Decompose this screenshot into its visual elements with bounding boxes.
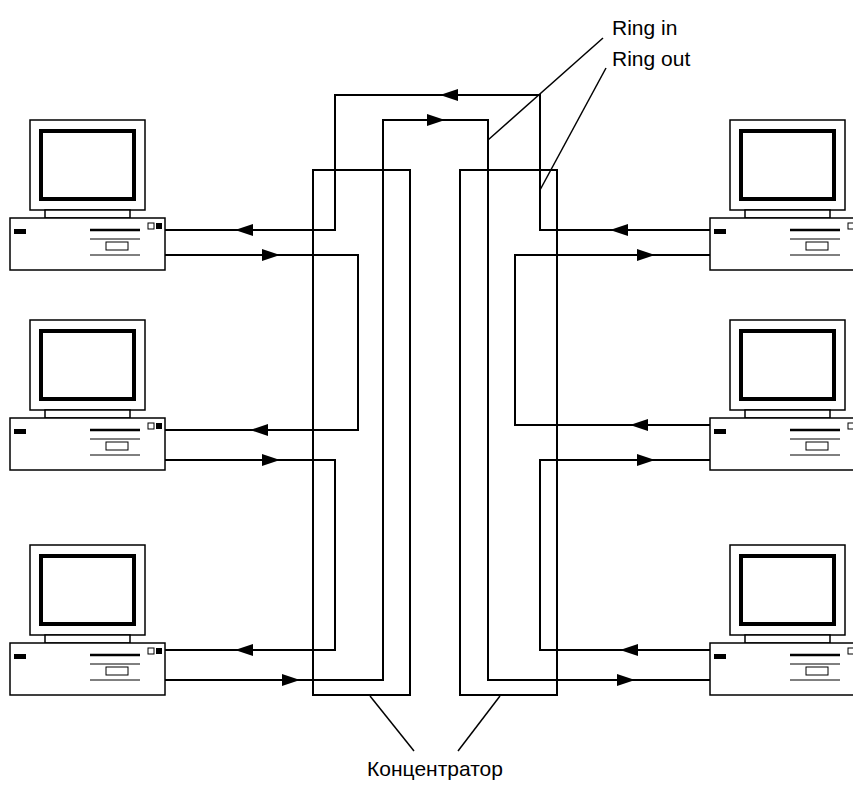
leader-line [458,696,500,751]
computer [10,320,165,470]
label-text: Ring out [612,47,690,71]
arrowhead [610,224,628,236]
ring-wire [165,460,335,650]
label-text: Ring in [612,16,677,40]
computer [10,545,165,695]
arrowhead [637,454,655,466]
ring-wire [540,460,710,650]
ring-wire [165,95,710,230]
concentrator-box [460,170,557,695]
arrowhead [262,454,280,466]
label-text: Концентратор [367,757,503,781]
computer [710,545,853,695]
arrowhead [637,249,655,261]
ring-wire [165,255,358,430]
ring-wiring [165,95,710,680]
arrowhead [630,419,648,431]
arrowhead [262,249,280,261]
arrowhead [235,644,253,656]
arrowheads [235,89,655,686]
arrowhead [282,674,300,686]
leader-lines [370,38,606,751]
computer [710,120,853,270]
computer [710,320,853,470]
arrowhead [427,114,445,126]
computer [10,120,165,270]
leader-line [488,38,603,140]
arrowhead [250,424,268,436]
ring-wire [165,120,710,680]
arrowhead [440,89,458,101]
arrowhead [620,644,638,656]
leader-line [540,68,606,190]
arrowhead [235,224,253,236]
ring-wire [515,255,710,425]
concentrator-box [313,170,410,695]
arrowhead [617,674,635,686]
leader-line [370,696,414,751]
